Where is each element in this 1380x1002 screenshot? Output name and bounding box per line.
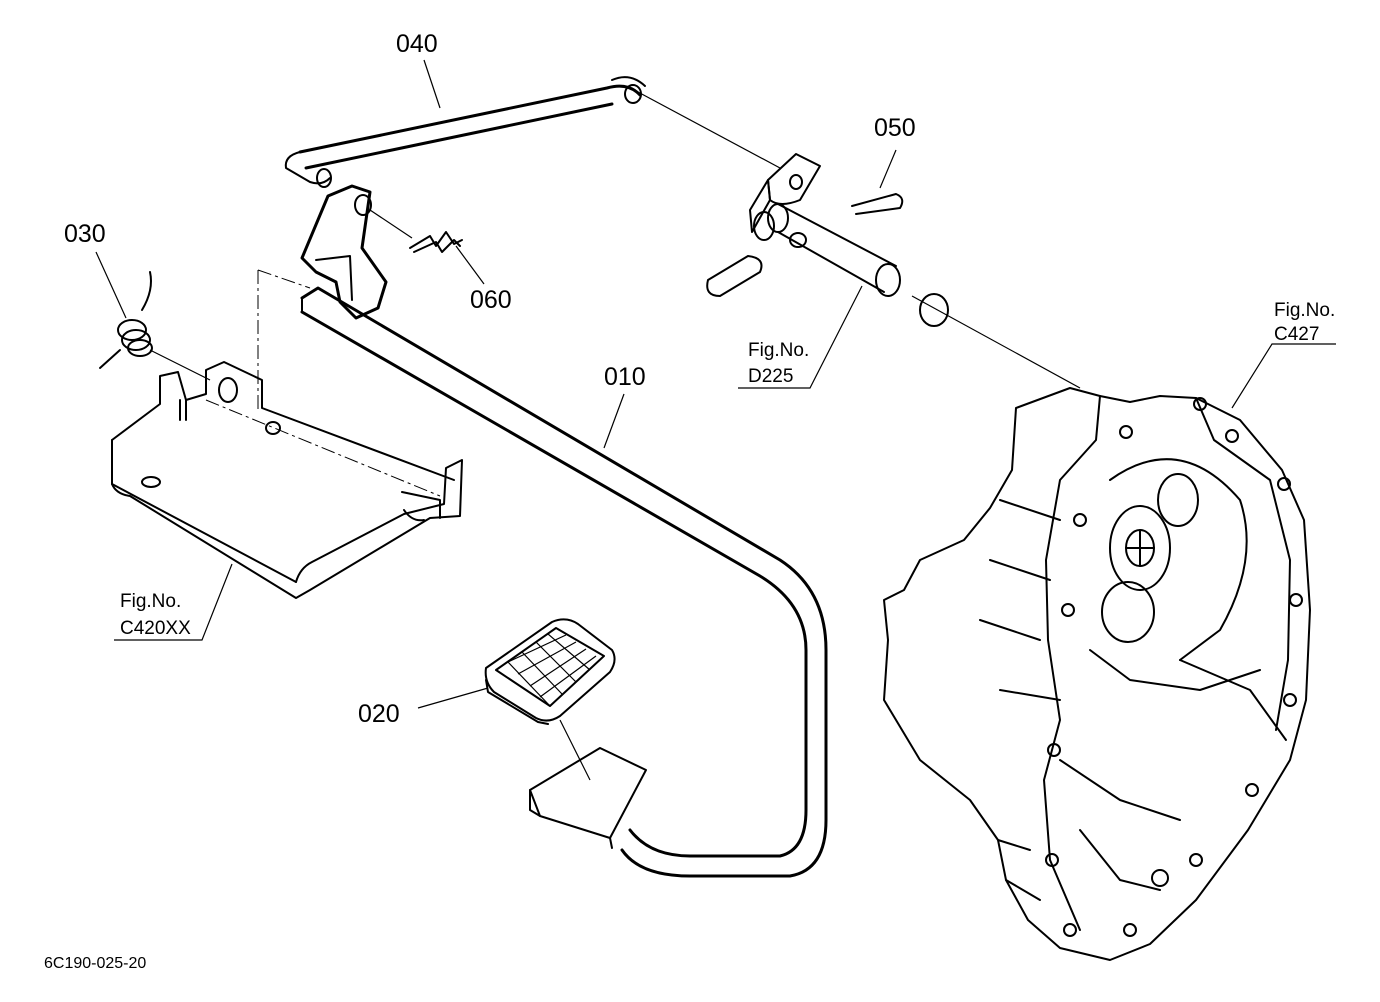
pedal-pad-020 <box>484 618 616 781</box>
leader-030 <box>95 251 127 319</box>
transmission-housing <box>883 343 1336 961</box>
rod-040 <box>284 76 646 188</box>
label-030: 030 <box>64 220 106 248</box>
figref-c420-line2: C420XX <box>120 618 191 639</box>
pedal-arm-010 <box>300 184 828 878</box>
label-010: 010 <box>604 363 646 391</box>
drawing-code: 6C190-025-20 <box>44 955 146 972</box>
pivot-shaft <box>637 91 1081 389</box>
leader-010 <box>603 393 625 449</box>
pedal-plate <box>529 747 647 849</box>
label-040: 040 <box>396 30 438 58</box>
figref-d225-line1: Fig.No. <box>748 340 809 361</box>
figref-d225-line2: D225 <box>748 366 793 387</box>
spring-030 <box>99 271 211 381</box>
clip-060 <box>369 209 485 285</box>
leader-c420 <box>114 563 233 641</box>
figref-c427-line1: Fig.No. <box>1274 300 1335 321</box>
leader-020 <box>417 687 489 709</box>
floor-bracket <box>111 269 463 599</box>
label-050: 050 <box>874 114 916 142</box>
label-060: 060 <box>470 286 512 314</box>
label-020: 020 <box>358 700 400 728</box>
figref-c420-line1: Fig.No. <box>120 591 181 612</box>
leader-040 <box>423 59 441 109</box>
figref-c427-line2: C427 <box>1274 324 1319 345</box>
